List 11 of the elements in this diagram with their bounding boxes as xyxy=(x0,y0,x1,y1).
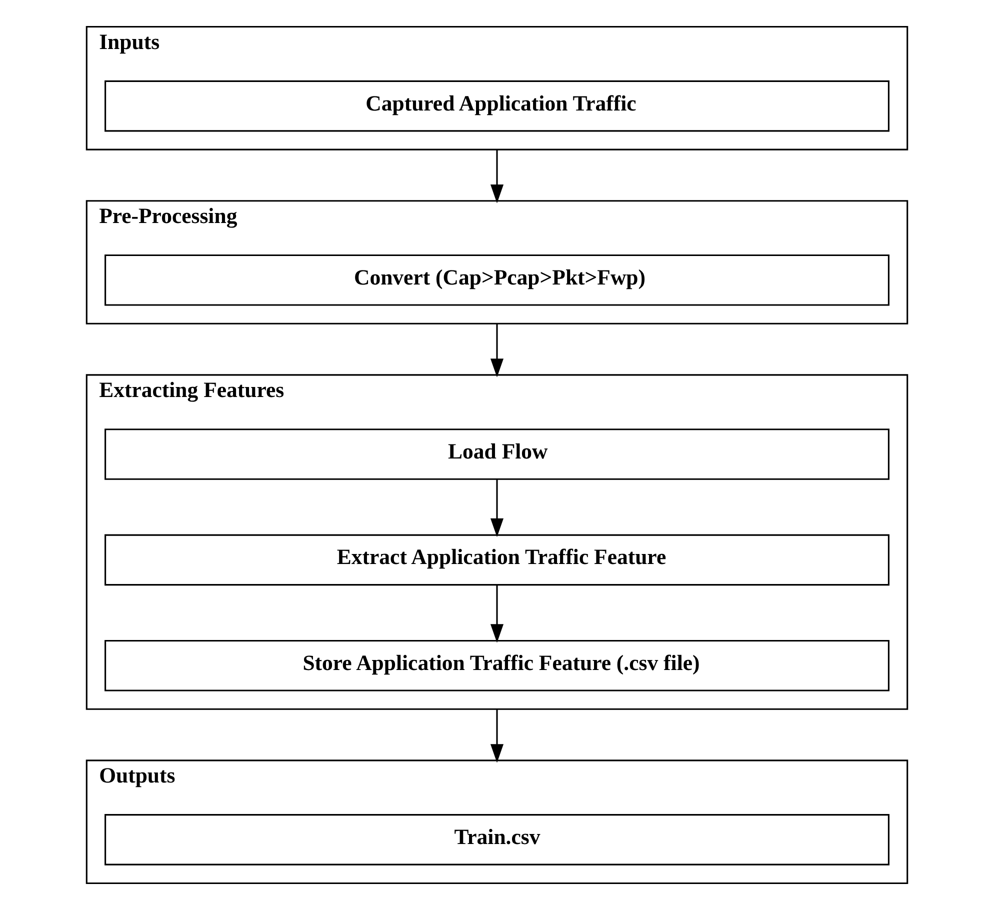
arrow xyxy=(490,585,504,643)
node-box: Captured Application Traffic xyxy=(104,80,889,132)
arrow xyxy=(490,150,504,204)
arrow xyxy=(490,480,504,538)
arrow xyxy=(490,324,504,378)
node-box: Train.csv xyxy=(104,814,889,866)
node-box: Load Flow xyxy=(104,428,889,480)
node-box: Extract Application Traffic Feature xyxy=(104,534,889,586)
arrow xyxy=(490,709,504,763)
node-box: Store Application Traffic Feature (.csv file) xyxy=(104,640,889,692)
node-box: Convert (Cap>Pcap>Pkt>Fwp) xyxy=(104,254,889,306)
